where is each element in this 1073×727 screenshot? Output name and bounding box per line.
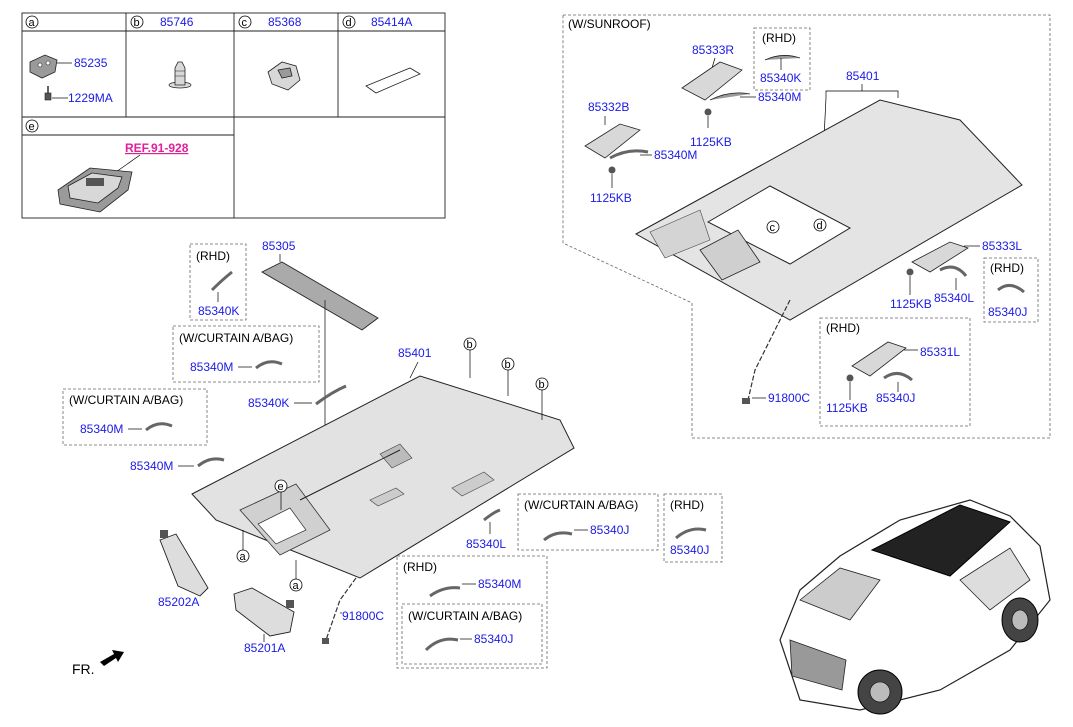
- sunroof-1125KB-c: 1125KB: [890, 297, 932, 311]
- headliner-sunroof-part: [634, 99, 1023, 321]
- main-85340M-d: 85340M: [478, 577, 521, 591]
- main-85340M-c: 85340M: [130, 459, 173, 473]
- clip-85368-part: [267, 61, 301, 91]
- sunroof-85340K: 85340K: [760, 71, 801, 85]
- main-cab3: (W/CURTAIN A/BAG): [524, 498, 638, 512]
- main-a1-marker: a: [240, 551, 247, 563]
- legend-e-letter: e: [29, 121, 35, 133]
- main-85340J-c: 85340J: [474, 632, 513, 646]
- main-85202A: 85202A: [158, 595, 199, 609]
- sunroof-85331L: 85331L: [920, 345, 960, 359]
- overhead-console-part: [57, 167, 133, 213]
- sunroof-title: (W/SUNROOF): [568, 17, 651, 31]
- sunroof-1125KB-d: 1125KB: [826, 401, 868, 415]
- front-direction-label: FR.: [72, 661, 95, 677]
- legend-a-sub1: 85235: [74, 56, 108, 70]
- main-85340M-b: 85340M: [80, 422, 123, 436]
- lamp-85235-part: [29, 54, 58, 79]
- sunroof-d-marker: d: [817, 220, 823, 232]
- vehicle-illustration: [779, 499, 1051, 715]
- sunroof-91800C: 91800C: [768, 391, 810, 405]
- sunroof-85340M-b: 85340M: [654, 148, 697, 162]
- main-cab1: (W/CURTAIN A/BAG): [179, 331, 293, 345]
- sunroof-85401: 85401: [846, 69, 880, 83]
- legend-a-letter: a: [29, 17, 36, 29]
- main-e-marker: e: [278, 481, 284, 493]
- sunroof-1125KB-b: 1125KB: [590, 191, 632, 205]
- bracket-85332b-part: [584, 123, 641, 159]
- legend-d-part: 85414A: [371, 15, 412, 29]
- sunroof-rhd1: (RHD): [762, 31, 796, 45]
- main-rhd1: (RHD): [196, 249, 230, 263]
- main-91800C: 91800C: [342, 609, 384, 623]
- main-b3-marker: b: [539, 379, 545, 391]
- sunroof-85340J: 85340J: [988, 305, 1027, 319]
- legend-c-part: 85368: [268, 15, 302, 29]
- sunroof-c-marker: c: [770, 222, 776, 234]
- bracket-85333r-part: [681, 61, 743, 101]
- main-cab4: (W/CURTAIN A/BAG): [408, 609, 522, 623]
- legend-d-letter: d: [346, 17, 352, 29]
- main-b2-marker: b: [505, 359, 511, 371]
- sunvisor-85201a-part: [233, 587, 295, 637]
- main-85201A: 85201A: [244, 641, 285, 655]
- legend-c-letter: c: [242, 17, 248, 29]
- sunroof-rhd2: (RHD): [990, 261, 1024, 275]
- legend-b-part: 85746: [160, 15, 194, 29]
- screw-1229ma-part: [44, 86, 52, 101]
- sunroof-85332B: 85332B: [588, 100, 629, 114]
- main-a2-marker: a: [293, 580, 300, 592]
- legend-table: a b 85746 c 85368 d 85414A e 85235 1229M…: [21, 12, 446, 219]
- sunroof-section: (W/SUNROOF) (RHD) 85340K 85333R 85340M 1…: [562, 14, 1051, 439]
- pad-85414a-part: [365, 67, 421, 94]
- sunroof-85340M-a: 85340M: [758, 90, 801, 104]
- sunroof-85340J-b: 85340J: [876, 391, 915, 405]
- legend-b-letter: b: [134, 17, 140, 29]
- main-85340K-b: 85340K: [248, 396, 289, 410]
- main-85401: 85401: [398, 346, 432, 360]
- main-85340J-b: 85340J: [670, 543, 709, 557]
- main-85340J-a: 85340J: [590, 523, 629, 537]
- bracket-85333l-part: [911, 241, 969, 273]
- sunroof-85340L: 85340L: [934, 291, 974, 305]
- clip-85746-part: [168, 61, 192, 89]
- main-rhd2: (RHD): [670, 498, 704, 512]
- headliner-main-part: [191, 375, 575, 579]
- bracket-85331l-part: [851, 341, 907, 377]
- pad-85305-part: [261, 261, 379, 331]
- front-arrow-icon: [100, 650, 124, 666]
- sunvisor-85202a-part: [159, 530, 209, 597]
- sunroof-85333L: 85333L: [982, 239, 1022, 253]
- main-85340L: 85340L: [466, 537, 506, 551]
- main-rhd3: (RHD): [403, 560, 437, 574]
- main-85340M-a: 85340M: [190, 360, 233, 374]
- main-85305: 85305: [262, 239, 296, 253]
- main-cab2: (W/CURTAIN A/BAG): [69, 393, 183, 407]
- main-b1-marker: b: [467, 339, 473, 351]
- legend-a-sub2: 1229MA: [68, 91, 113, 105]
- ref-91-928-link[interactable]: REF.91-928: [125, 141, 189, 155]
- sunroof-85333R: 85333R: [692, 43, 734, 57]
- sunroof-1125KB-a: 1125KB: [690, 135, 732, 149]
- main-85340K-a: 85340K: [198, 304, 239, 318]
- sunroof-rhd3: (RHD): [826, 321, 860, 335]
- main-section: 85305 (RHD) 85340K (W/CURTAIN A/BAG) 853…: [62, 239, 723, 677]
